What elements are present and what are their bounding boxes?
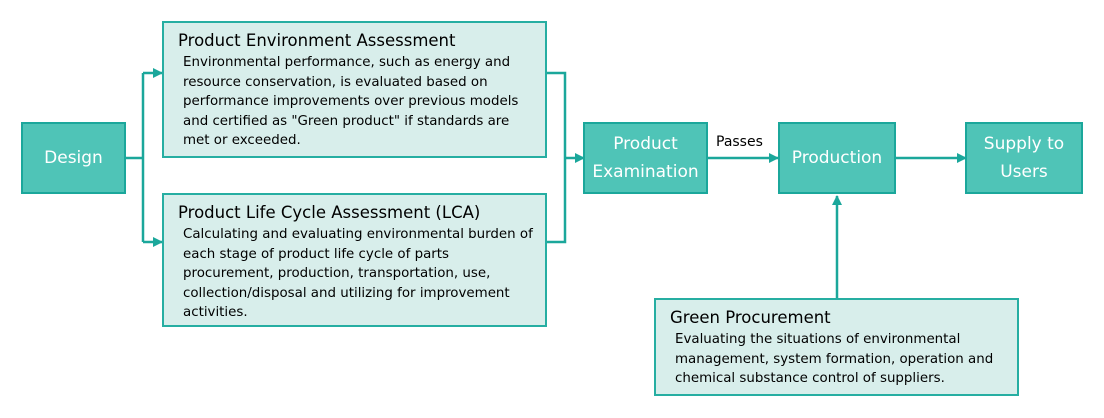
edge-env-to-merge <box>546 71 567 244</box>
node-design-label: Design <box>44 148 103 168</box>
panel-env-assessment-body: Environmental performance, such as energ… <box>183 55 519 149</box>
node-production: Production <box>778 122 896 194</box>
panel-lca: Product Life Cycle Assessment (LCA) Calc… <box>162 193 547 327</box>
node-supply: Supply to Users <box>965 122 1083 194</box>
panel-green-procurement-body: Evaluating the situations of environment… <box>675 332 994 387</box>
panel-lca-body: Calculating and evaluating environmental… <box>183 227 533 321</box>
panel-green-procurement-title: Green Procurement <box>670 308 831 327</box>
node-examination: Product Examination <box>583 122 708 194</box>
panel-green-procurement: Green Procurement Evaluating the situati… <box>654 298 1019 396</box>
node-examination-label: Product Examination <box>592 134 699 182</box>
node-supply-label: Supply to Users <box>983 134 1065 182</box>
panel-env-assessment: Product Environment Assessment Environme… <box>162 21 547 158</box>
panel-lca-title: Product Life Cycle Assessment (LCA) <box>178 203 481 222</box>
edge-label-passes: Passes <box>716 134 763 150</box>
node-design: Design <box>21 122 126 194</box>
panel-env-assessment-title: Product Environment Assessment <box>178 31 456 50</box>
node-production-label: Production <box>791 148 883 168</box>
